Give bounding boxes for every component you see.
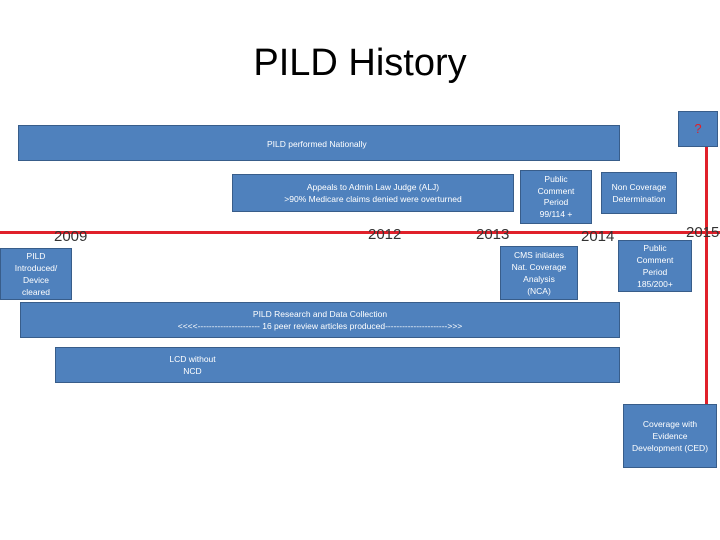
ced-line-3: Development (CED) <box>631 443 709 453</box>
public-comment-box-2: Public Comment Period 185/200+ <box>618 240 692 292</box>
public2-line-1: Public <box>643 243 667 253</box>
pild-national-box: PILD performed Nationally <box>18 125 620 161</box>
public1-line-3: Period <box>543 197 569 207</box>
pild-national-label: PILD performed Nationally <box>267 139 367 149</box>
research-line-1: PILD Research and Data Collection <box>252 309 388 319</box>
cms-line-4: (NCA) <box>527 286 551 296</box>
vertical-timeline <box>705 115 708 405</box>
public1-line-1: Public <box>544 174 568 184</box>
ced-line-2: Evidence <box>652 431 688 441</box>
cms-line-1: CMS initiates <box>513 250 565 260</box>
public1-line-2: Comment <box>537 185 575 196</box>
pild-intro-line-3: Device <box>23 275 49 285</box>
pild-intro-line-1: PILD <box>26 251 46 261</box>
year-2012: 2012 <box>368 226 402 243</box>
cms-nca-box: CMS initiates Nat. Coverage Analysis (NC… <box>500 246 578 300</box>
cms-line-2: Nat. Coverage <box>511 262 567 272</box>
page-title: PILD History <box>253 42 467 84</box>
non-coverage-box: Non Coverage Determination <box>601 172 677 214</box>
ced-line-1: Coverage with <box>642 419 698 429</box>
public2-line-4: 185/200+ <box>637 279 673 289</box>
horizontal-timeline <box>0 231 720 234</box>
research-box: PILD Research and Data Collection <<<<--… <box>20 302 620 338</box>
pild-introduced-box: PILD Introduced/ Device cleared <box>0 248 72 300</box>
alj-line-2: >90% Medicare claims denied were overtur… <box>284 194 462 204</box>
public2-line-2: Comment <box>636 255 674 265</box>
year-2014: 2014 <box>581 228 615 245</box>
ncd-line-2: Determination <box>612 194 666 204</box>
pild-intro-line-2: Introduced/ <box>14 263 58 273</box>
year-2009: 2009 <box>54 228 88 245</box>
alj-line-1: Appeals to Admin Law Judge (ALJ) <box>306 182 440 192</box>
pild-intro-line-4: cleared <box>22 287 50 297</box>
public2-line-3: Period <box>642 267 668 277</box>
public-comment-box-1: Public Comment Period 99/114 + <box>520 170 592 224</box>
question-box: ? <box>678 111 718 147</box>
cms-line-3: Analysis <box>523 274 555 284</box>
question-mark: ? <box>694 121 702 136</box>
research-line-2: <<<<---------------------- 16 peer revie… <box>177 321 463 331</box>
lcd-line-1: LCD without <box>169 354 216 364</box>
ncd-line-1: Non Coverage <box>611 182 667 192</box>
ced-box: Coverage with Evidence Development (CED) <box>623 404 717 468</box>
alj-appeals-box: Appeals to Admin Law Judge (ALJ) >90% Me… <box>232 174 514 212</box>
lcd-line-2: NCD <box>183 366 202 376</box>
year-2015: 2015 <box>686 224 720 241</box>
lcd-box: LCD without NCD <box>55 347 620 383</box>
public1-line-4: 99/114 + <box>539 208 573 219</box>
year-2013: 2013 <box>476 226 510 243</box>
